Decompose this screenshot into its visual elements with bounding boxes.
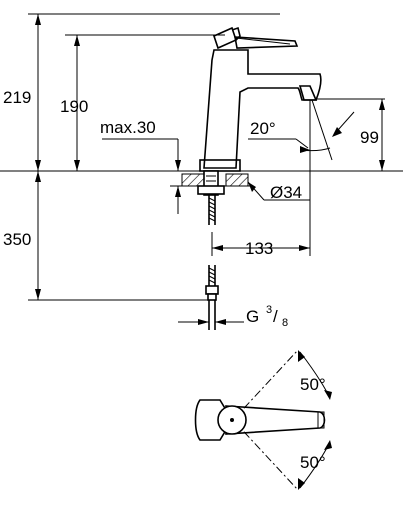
faucet-side-view xyxy=(199,26,322,172)
lever-angle-bottom: 50° xyxy=(298,440,332,490)
lever-angle-top: 50° xyxy=(298,350,332,400)
thread-dimension: G 3 / 8 xyxy=(178,304,288,329)
flex-hose xyxy=(205,195,219,330)
dimension-label-spout-height: 190 xyxy=(60,97,88,116)
spout-angle-dimension: 20° xyxy=(248,99,355,161)
dimension-diameter: Ø34 xyxy=(247,181,310,202)
dimension-max-deck: max.30 xyxy=(100,118,181,214)
dimension-99: 99 xyxy=(360,99,385,171)
dimension-label-outlet-height: 99 xyxy=(360,128,379,147)
dimension-label-below-deck: 350 xyxy=(3,230,31,249)
faucet-top-view xyxy=(194,349,326,491)
dimension-label-max-deck: max.30 xyxy=(100,118,156,137)
deck-section xyxy=(170,170,252,196)
dimension-190: 190 xyxy=(60,35,88,171)
dimension-label-spout-angle: 20° xyxy=(250,119,276,138)
thread-numerator: 3 xyxy=(266,304,272,316)
thread-slash: / xyxy=(273,307,278,326)
dimension-label-hole-diameter: Ø34 xyxy=(270,183,302,202)
thread-denominator: 8 xyxy=(282,317,288,329)
dimension-133: 133 xyxy=(211,160,311,258)
extension-lines xyxy=(0,13,403,301)
dimension-label-lever-angle-bottom: 50° xyxy=(300,453,326,472)
dimension-350: 350 xyxy=(3,171,41,300)
dimension-219: 219 xyxy=(3,14,41,171)
dimension-label-total-height: 219 xyxy=(3,88,31,107)
thread-prefix: G xyxy=(246,307,259,326)
dimension-label-lever-angle-top: 50° xyxy=(300,375,326,394)
dimension-label-spout-reach: 133 xyxy=(245,239,273,258)
